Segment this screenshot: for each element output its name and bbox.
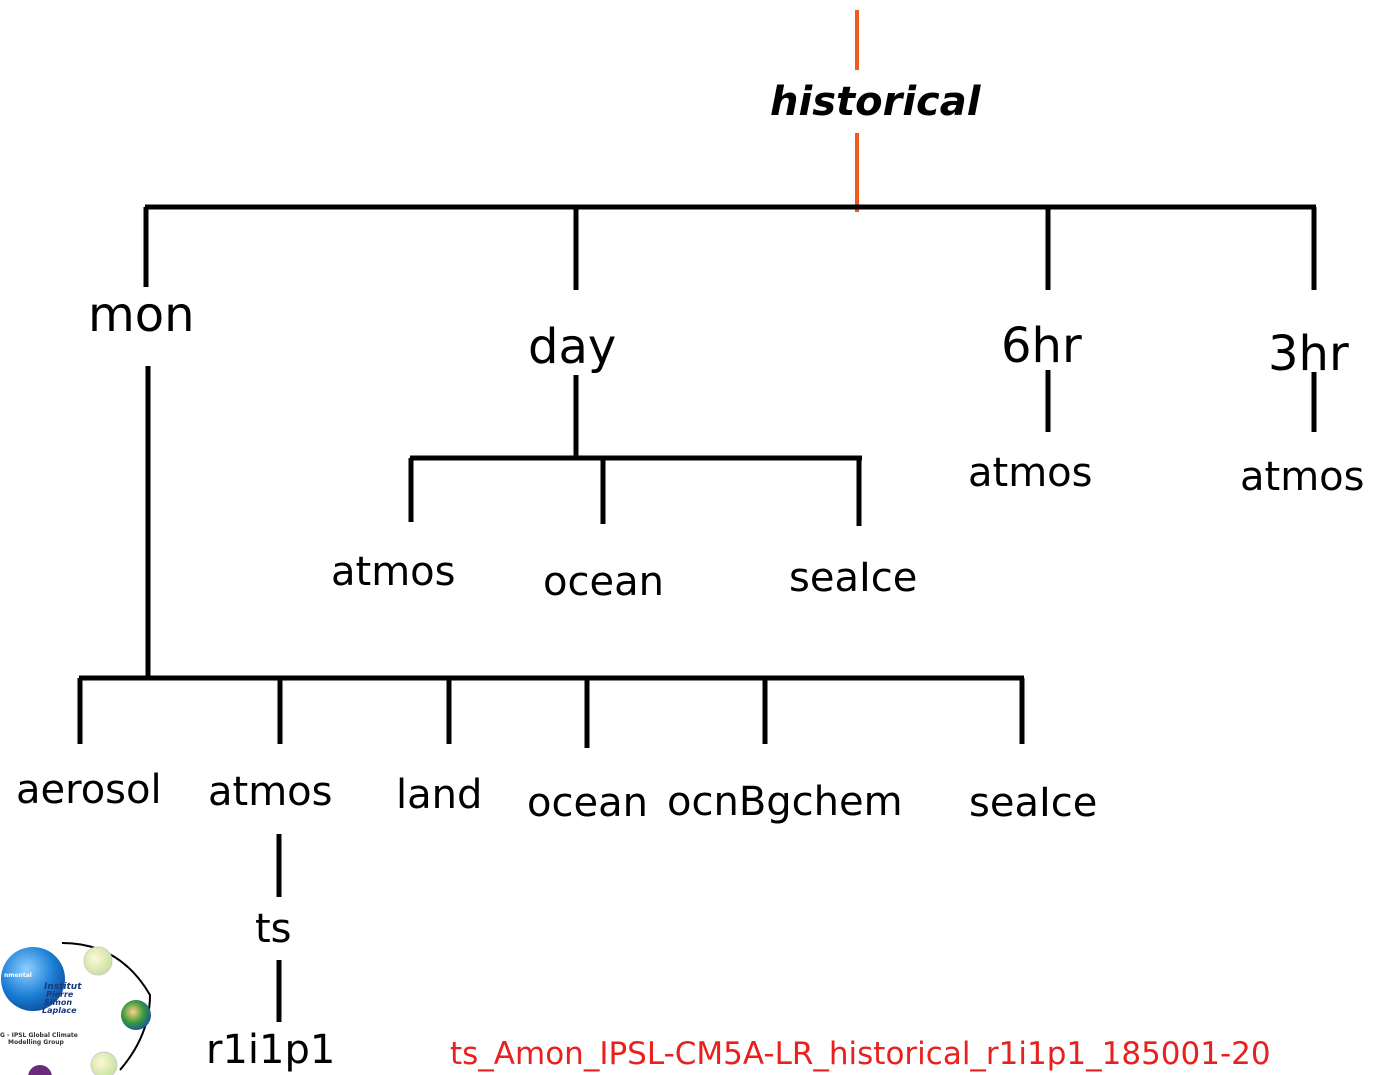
- svg-text:G - IPSL Global Climate: G - IPSL Global Climate: [0, 1032, 78, 1039]
- frequency-6hr-label: 6hr: [1001, 318, 1082, 374]
- 6hr-realm-label: atmos: [968, 450, 1093, 496]
- 3hr-realm-label: atmos: [1240, 454, 1365, 500]
- mon-realm-label: land: [396, 772, 483, 818]
- svg-text:Institut: Institut: [44, 982, 82, 992]
- mon-realm-label: aerosol: [16, 767, 162, 813]
- frequency-mon-label: mon: [88, 287, 195, 343]
- frequency-3hr-label: 3hr: [1268, 326, 1349, 382]
- mon-realm-label: seaIce: [969, 780, 1098, 826]
- svg-text:Pierre: Pierre: [46, 990, 74, 999]
- svg-text:Laplace: Laplace: [42, 1006, 77, 1015]
- svg-text:nmental: nmental: [4, 972, 32, 979]
- svg-text:Modelling Group: Modelling Group: [8, 1039, 65, 1046]
- ipsl-logo: nmental Institut Pierre Simon Laplace G …: [0, 942, 152, 1075]
- root-label: historical: [770, 79, 981, 125]
- svg-text:Simon: Simon: [44, 998, 72, 1007]
- mon-realm-label: ocnBgchem: [667, 779, 903, 825]
- filename-label: ts_Amon_IPSL-CM5A-LR_historical_r1i1p1_1…: [450, 1036, 1271, 1072]
- day-realm-label: ocean: [543, 559, 664, 605]
- mon-realm-label: ocean: [527, 780, 648, 826]
- day-realm-label: atmos: [331, 549, 456, 595]
- variable-label: ts: [255, 906, 292, 952]
- ensemble-label: r1i1p1: [206, 1027, 336, 1073]
- frequency-day-label: day: [528, 319, 617, 375]
- mon-realm-label: atmos: [208, 769, 333, 815]
- day-realm-label: seaIce: [789, 555, 918, 601]
